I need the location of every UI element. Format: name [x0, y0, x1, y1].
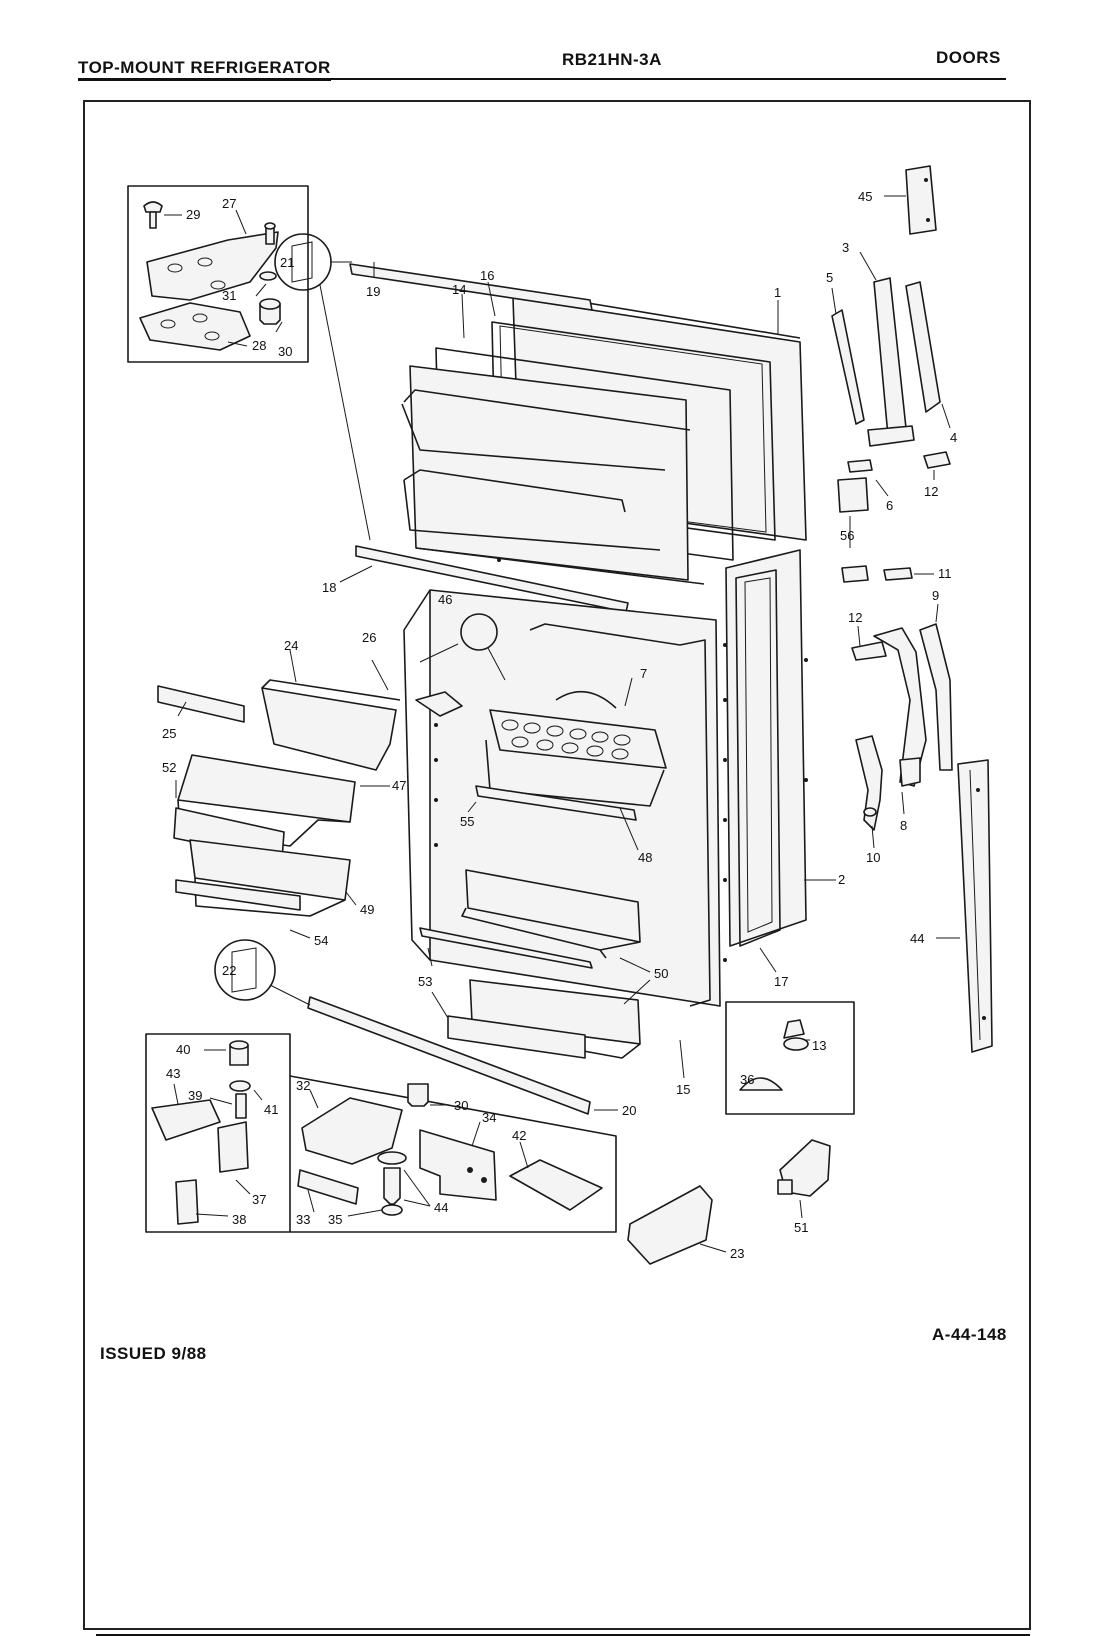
callout-8: 8: [900, 818, 907, 833]
callout-53: 53: [418, 974, 432, 989]
callout-45: 45: [858, 189, 872, 204]
callout-6: 6: [886, 498, 893, 513]
callout-54: 54: [314, 933, 328, 948]
callout-35: 35: [328, 1212, 342, 1227]
callout-18: 18: [322, 580, 336, 595]
callout-37: 37: [252, 1192, 266, 1207]
fresh-food-door-assembly: [214, 549, 836, 1115]
callout-44-trim: 44: [910, 931, 924, 946]
callout-38: 38: [232, 1212, 246, 1227]
bottom-right-parts: [627, 1139, 831, 1265]
callout-52: 52: [162, 760, 176, 775]
callout-34: 34: [482, 1110, 496, 1125]
issued-date: ISSUED 9/88: [100, 1344, 207, 1363]
header-rule: [78, 78, 1006, 80]
callout-46: 46: [438, 592, 452, 607]
callout-31: 31: [222, 288, 236, 303]
callout-11: 11: [938, 566, 952, 581]
callout-12-lower: 12: [848, 610, 862, 625]
callout-56: 56: [840, 528, 854, 543]
bottom-hinge-inset: [145, 1033, 617, 1233]
callout-4: 4: [950, 430, 957, 445]
callout-29: 29: [186, 207, 200, 222]
callout-23: 23: [730, 1246, 744, 1261]
callout-42: 42: [512, 1128, 526, 1143]
callout-13: 13: [812, 1038, 826, 1053]
callout-20: 20: [622, 1103, 636, 1118]
callout-36: 36: [740, 1072, 754, 1087]
callout-30-top: 30: [278, 344, 292, 359]
handle-trim: [936, 759, 993, 1053]
callout-3: 3: [842, 240, 849, 255]
callout-9: 9: [932, 588, 939, 603]
callout-2: 2: [838, 872, 845, 887]
callout-50: 50: [654, 966, 668, 981]
callout-17: 17: [774, 974, 788, 989]
callout-24: 24: [284, 638, 298, 653]
callout-16: 16: [480, 268, 494, 283]
callout-44-hinge: 44: [434, 1200, 448, 1215]
callout-14: 14: [452, 282, 466, 297]
callout-30-bottom: 30: [454, 1098, 468, 1113]
callout-33: 33: [296, 1212, 310, 1227]
callout-21: 21: [280, 255, 294, 270]
callout-55: 55: [460, 814, 474, 829]
right-hinge-parts: [831, 165, 953, 849]
callout-40: 40: [176, 1042, 190, 1057]
callout-41: 41: [264, 1102, 278, 1117]
exploded-parts-diagram: 1 2 3 4 5 6 7 8 9 10 11 12 12 13 14 15 1…: [127, 165, 993, 1265]
section-title: DOORS: [936, 48, 1001, 67]
callout-12-upper: 12: [924, 484, 938, 499]
callout-labels: 1 2 3 4 5 6 7 8 9 10 11 12 12 13 14 15 1…: [162, 189, 957, 1261]
callout-15: 15: [676, 1082, 690, 1097]
callout-39: 39: [188, 1088, 202, 1103]
plug-inset: [725, 1001, 855, 1115]
callout-25: 25: [162, 726, 176, 741]
callout-49: 49: [360, 902, 374, 917]
callout-5: 5: [826, 270, 833, 285]
freezer-door-assembly: [274, 233, 807, 613]
callout-27: 27: [222, 196, 236, 211]
callout-28: 28: [252, 338, 266, 353]
callout-26: 26: [362, 630, 376, 645]
callout-19: 19: [366, 284, 380, 299]
callout-51: 51: [794, 1220, 808, 1235]
callout-1: 1: [774, 285, 781, 300]
callout-22: 22: [222, 963, 236, 978]
callout-48: 48: [638, 850, 652, 865]
model-number: RB21HN-3A: [562, 50, 662, 69]
callout-32: 32: [296, 1078, 310, 1093]
callout-7: 7: [640, 666, 647, 681]
callout-47: 47: [392, 778, 406, 793]
callout-43: 43: [166, 1066, 180, 1081]
page-code: A-44-148: [932, 1325, 1007, 1344]
header-title: TOP-MOUNT REFRIGERATOR: [78, 58, 331, 81]
top-hinge-inset: [127, 185, 309, 363]
callout-10: 10: [866, 850, 880, 865]
door-bins-left: [157, 649, 401, 939]
